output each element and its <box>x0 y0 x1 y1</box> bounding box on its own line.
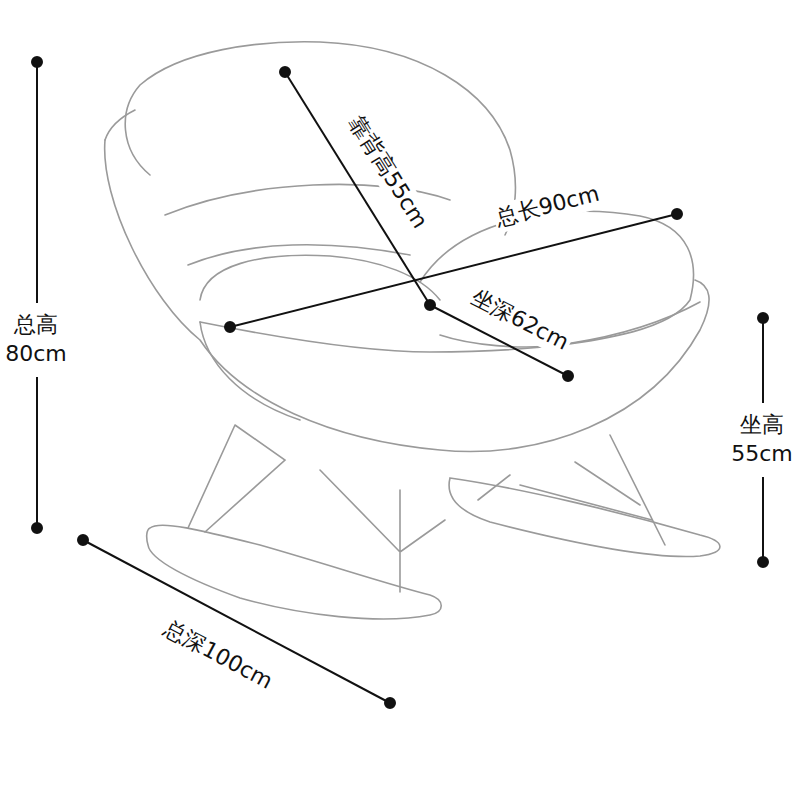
seat-edge <box>200 302 700 352</box>
end-dot <box>563 371 573 381</box>
dimension-label: 靠背高55cm <box>341 109 435 236</box>
dimension-line <box>36 62 38 303</box>
dimension-label: 总长90cm <box>491 179 604 233</box>
dimension-label: 总深100cm <box>157 613 279 696</box>
end-dot <box>758 313 768 323</box>
dimension-line <box>36 377 38 528</box>
dimension-line <box>762 318 764 403</box>
end-dot <box>32 523 42 533</box>
end-dot <box>78 535 88 545</box>
end-dot <box>385 698 395 708</box>
left-rocker <box>147 525 442 619</box>
leg-frame <box>188 425 665 592</box>
dimension-line <box>230 214 677 327</box>
end-dot <box>425 300 435 310</box>
back-cushion <box>125 42 515 235</box>
dimension-line <box>762 477 764 562</box>
end-dot <box>672 209 682 219</box>
end-dot <box>32 57 42 67</box>
end-dot <box>280 67 290 77</box>
dimension-line <box>83 540 390 703</box>
dimension-label: 坐高 55cm <box>729 411 795 468</box>
end-dot <box>225 322 235 332</box>
end-dot <box>758 557 768 567</box>
shell-outline <box>105 110 135 140</box>
arm-edge <box>200 322 300 420</box>
chair-outline <box>105 42 720 619</box>
dimension-label: 总高 80cm <box>3 311 69 368</box>
dimension-lines <box>32 57 768 708</box>
right-rocker <box>449 478 720 557</box>
